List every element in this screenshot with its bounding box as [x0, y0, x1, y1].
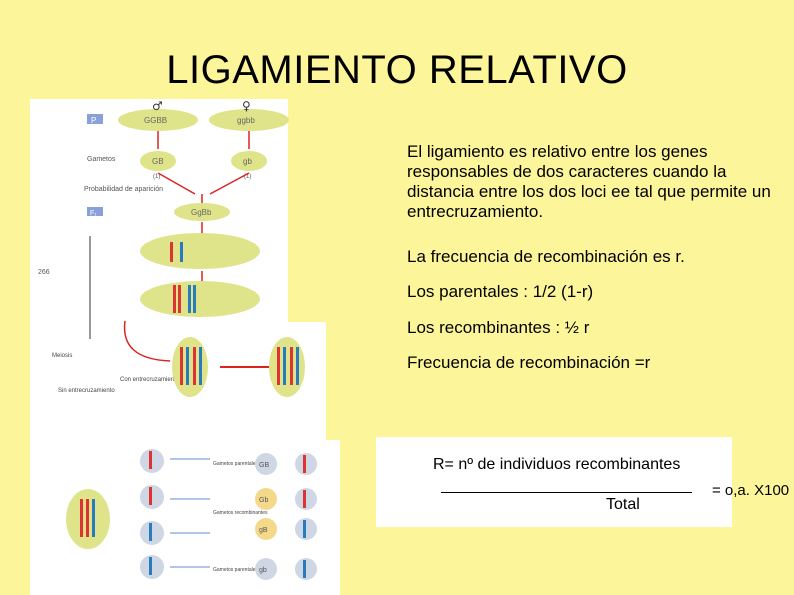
formula-numerator: R= nº de individuos recombinantes [433, 456, 681, 473]
parental-gametes-1: Gametos parentales [213, 461, 259, 467]
p-label: P [91, 116, 96, 125]
gamete-male-genotype: GB [152, 157, 164, 166]
gamete-female-prob: (1) [244, 174, 251, 180]
crossover-label: Con entrecruzamiento [120, 377, 180, 383]
svg-text:Gb: Gb [259, 497, 268, 504]
f1-large-cell [140, 233, 260, 269]
gamete-column-far-right [295, 453, 317, 580]
svg-text:gB: gB [259, 527, 268, 534]
parent-female-cell [209, 109, 289, 131]
page-number: 266 [38, 269, 50, 276]
gamete-male-prob: (1) [153, 174, 160, 180]
formula-box [376, 437, 732, 527]
formula-result: = o,a. X100 [712, 482, 790, 499]
gamete-male [140, 151, 176, 171]
probability-label: Probabilidad de aparición [84, 186, 163, 193]
paragraph-recombinantes: Los recombinantes : ½ r [407, 318, 590, 337]
crossover-cell [172, 337, 208, 397]
paragraph-definition: El ligamiento es relativo entre los gene… [407, 142, 771, 221]
f1-genotype: GgBb [191, 208, 212, 217]
gamete-column-right: GB Gb gB gb [255, 453, 277, 580]
f1-cell [174, 203, 230, 221]
paragraph-recombination-frequency: Frecuencia de recombinación =r [407, 353, 651, 372]
gamete-female-genotype: gb [243, 157, 252, 166]
svg-text:GB: GB [259, 462, 269, 469]
meiosis-label: Meiosis [52, 353, 72, 359]
gamete-column-left [140, 449, 164, 579]
p-label-box [87, 114, 103, 124]
p-female-genotype: ggbb [237, 116, 255, 125]
fraction-line [441, 492, 692, 493]
no-crossover-label: Sin entrecruzamiento [58, 388, 115, 394]
paragraph-frequency: La frecuencia de recombinación es r. [407, 247, 685, 266]
arrow-to-gametes [157, 131, 250, 149]
slide-title: LIGAMIENTO RELATIVO [166, 48, 628, 92]
parental-gametes-2: Gametos parentales [213, 567, 259, 573]
result-cell [269, 337, 305, 397]
male-symbol: ♂ [152, 99, 163, 113]
recombinant-gametes: Gametos recombinantes [213, 510, 268, 516]
arrow-crossing [123, 320, 171, 362]
arrow-to-f1 [157, 172, 250, 207]
gametes-label: Gametos [87, 156, 116, 163]
f1-label: F₁ [90, 210, 97, 217]
svg-text:gb: gb [259, 567, 267, 574]
gamete-female [231, 151, 267, 171]
formula-denominator: Total [606, 496, 640, 513]
linkage-diagram: P GGBB ggbb ♂ ♀ Gametos GB gb (1) (1) Pr… [38, 99, 317, 580]
chromosome-red [170, 242, 173, 262]
parent-male-cell [118, 109, 198, 131]
chromosome-blue [180, 242, 183, 262]
f1-label-box [87, 207, 103, 216]
p-male-genotype: GGBB [144, 116, 167, 125]
meiosis-cell [140, 281, 260, 317]
paragraph-parentales: Los parentales : 1/2 (1-r) [407, 282, 594, 301]
female-symbol: ♀ [242, 99, 251, 113]
